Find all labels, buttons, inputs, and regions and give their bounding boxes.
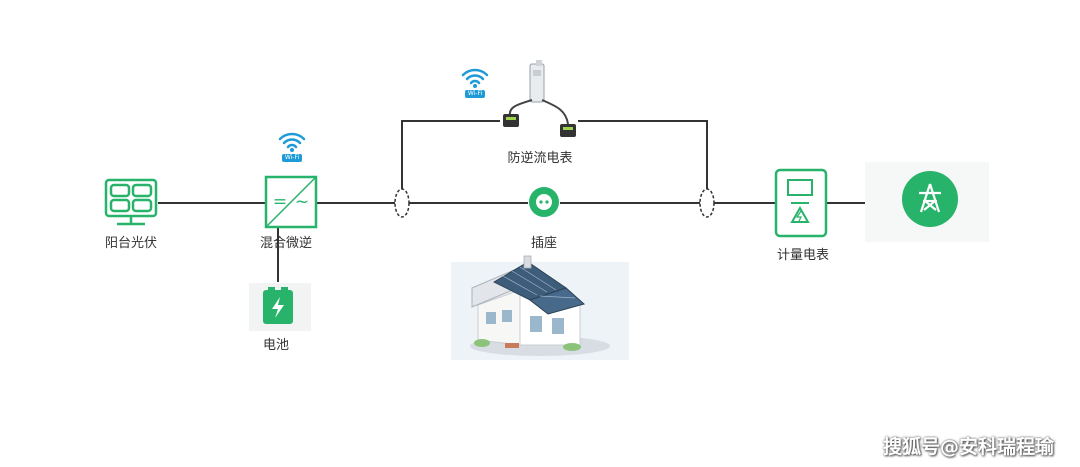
ct-clamp-left-icon [394,188,410,218]
label-socket: 插座 [530,236,558,251]
wifi-icon-inverter [278,132,306,149]
label-solar: 阳台光伏 [104,236,158,251]
label-ct-meter: 防逆流电表 [507,151,573,166]
house-image [451,255,629,360]
label-meter: 计量电表 [776,248,830,263]
energy-meter-icon [774,168,828,238]
watermark: 搜狐号@安科瑞程瑜 [882,436,1054,458]
svg-text:=: = [273,192,287,212]
wifi-badge-inverter [282,154,302,162]
wifi-dot-meter [473,84,477,88]
power-lines [158,120,905,282]
power-tower-icon [865,162,989,242]
line-ct-left [401,120,500,203]
wifi-badge-text-inverter: Wi-Fi [284,154,300,161]
wifi-badge-meter [465,90,485,98]
line-ct-right [578,120,708,203]
label-battery: 电池 [262,338,290,353]
ct-meter-icon [503,60,576,137]
label-inverter: 混合微逆 [259,236,313,251]
solar-panel-icon [104,178,158,226]
svg-text:~: ~ [295,192,309,212]
wifi-icon-meter [461,68,489,85]
wifi-badge-text-meter: Wi-Fi [467,90,483,97]
socket-icon [529,187,559,217]
ct-clamp-right-icon [699,188,715,218]
battery-icon [249,283,311,331]
inverter-icon: = ~ [264,175,318,229]
wifi-dot [290,148,294,152]
